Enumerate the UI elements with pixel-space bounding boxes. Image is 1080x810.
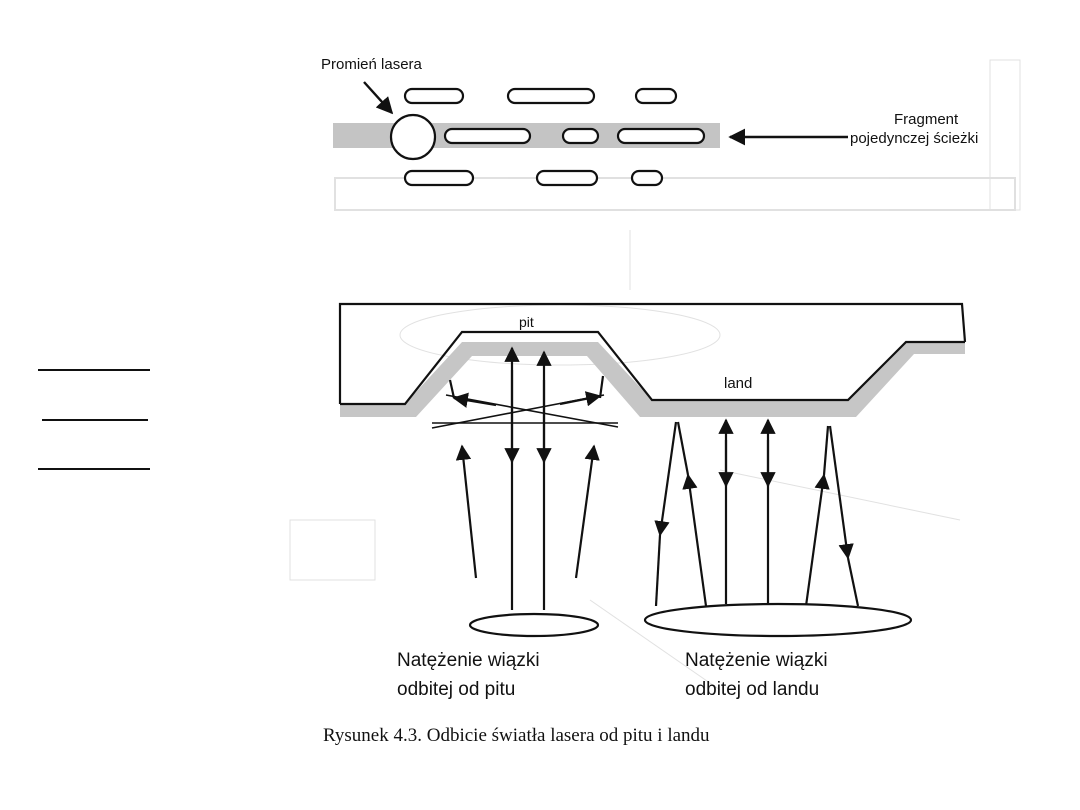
land-reflection-rays (654, 418, 860, 607)
pit-mark (506, 87, 596, 105)
laser-beam-label: Promień lasera (321, 56, 422, 73)
pit-mark (403, 87, 465, 105)
pit-reflection-rays (431, 346, 619, 610)
disc-cross-section (338, 302, 967, 417)
laser-pointer-arrow (363, 81, 394, 115)
disc-surface (340, 330, 965, 406)
pit-intensity-label-line1: Natężenie wiązki (397, 650, 540, 671)
figure-caption: Rysunek 4.3. Odbicie światła lasera od p… (323, 725, 710, 746)
pit-label: pit (519, 314, 534, 330)
pit-mark (561, 127, 600, 145)
land-intensity-label-line1: Natężenie wiązki (685, 650, 828, 671)
pit-intensity-ellipse (468, 612, 600, 638)
pit-mark (535, 169, 599, 187)
land-intensity-label-line2: odbitej od landu (685, 679, 820, 700)
pit-mark (616, 127, 706, 145)
disc-top-edge (338, 302, 967, 404)
pit-mark (630, 169, 664, 187)
land-label: land (724, 375, 753, 392)
track-label-line2: pojedynczej ścieżki (850, 130, 979, 147)
pit-mark (403, 169, 475, 187)
intensity-ellipses (468, 602, 913, 638)
land-intensity-ellipse (643, 602, 913, 638)
laser-spot (389, 113, 437, 161)
pit-intensity-label-line2: odbitej od pitu (397, 679, 516, 700)
pit-mark (634, 87, 678, 105)
track-label-line1: Fragment (894, 111, 959, 128)
margin-lines (38, 369, 150, 470)
pit-mark (443, 127, 532, 145)
reflective-layer (340, 342, 965, 417)
track-fragment-figure (333, 81, 848, 187)
